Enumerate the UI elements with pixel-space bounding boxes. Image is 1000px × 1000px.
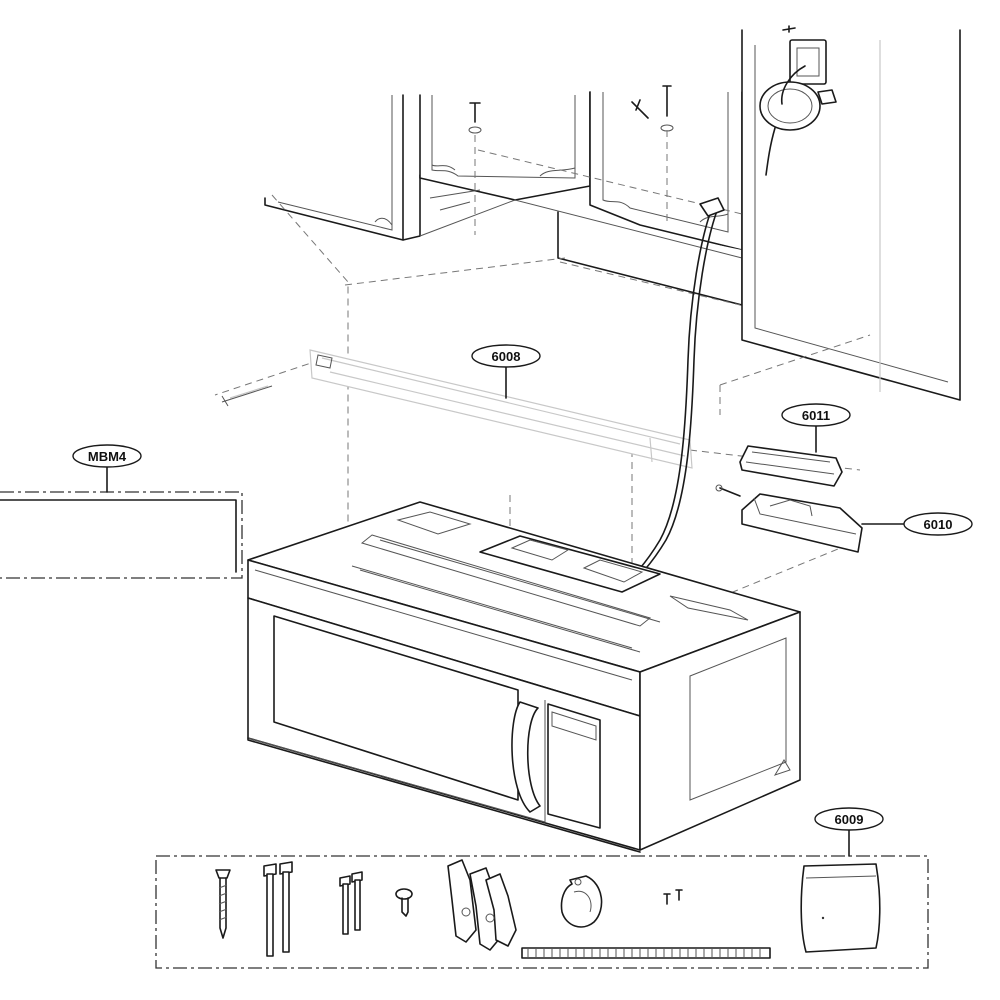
bolt-icon <box>339 871 363 935</box>
svg-text:6011: 6011 <box>802 408 830 423</box>
upper-cabinets <box>264 29 961 401</box>
callout-mbm4: MBM4 <box>72 444 142 493</box>
exhaust-damper-part <box>715 484 863 553</box>
callout-6011: 6011 <box>781 403 851 453</box>
microwave-oven <box>247 501 801 853</box>
callout-6008: 6008 <box>471 344 541 399</box>
wing-nut-icon <box>447 859 517 951</box>
bag-icon <box>800 863 881 953</box>
spring-strip-icon <box>521 947 771 959</box>
cord-run <box>617 197 725 591</box>
cord-clamp-icon <box>560 875 603 928</box>
power-cord-icon <box>759 65 837 176</box>
outlet-icon <box>782 25 827 85</box>
svg-text:6010: 6010 <box>924 517 953 532</box>
callout-6010: 6010 <box>861 512 973 536</box>
wood-screw-icon <box>215 869 231 939</box>
mounting-plate <box>309 349 693 469</box>
callout-6009: 6009 <box>814 807 884 857</box>
charcoal-filter-part <box>739 445 843 487</box>
toggle-bolt-icon <box>263 861 293 957</box>
svg-text:6008: 6008 <box>492 349 521 364</box>
screw-icon <box>395 888 413 917</box>
svg-text:6009: 6009 <box>835 812 864 827</box>
mbm4-kit-box <box>0 491 243 579</box>
lag-screw-icon <box>221 385 273 407</box>
tiny-screw-icon <box>663 889 683 905</box>
hardware-kit-box <box>155 855 929 969</box>
svg-text:MBM4: MBM4 <box>88 449 127 464</box>
top-screws <box>468 85 674 134</box>
